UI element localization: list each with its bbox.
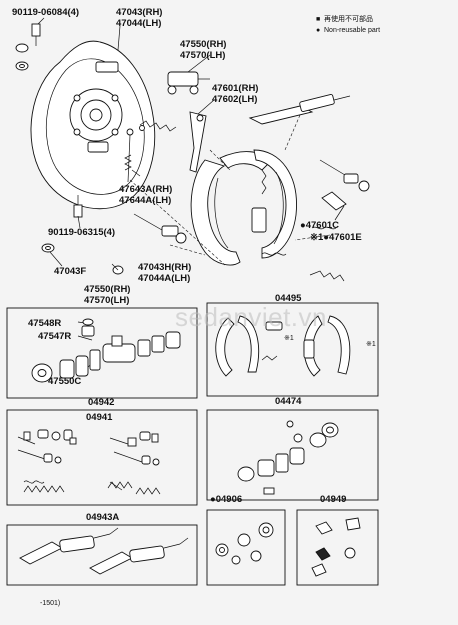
backing-plate — [30, 40, 156, 210]
wheel-cylinder-47550 — [167, 71, 210, 95]
label-47550-rh: 47550(RH) — [180, 39, 226, 50]
label-47550-rh-2: 47550(RH) — [84, 284, 130, 295]
legend-symbol-b: ● — [316, 27, 320, 34]
strut-spring — [139, 120, 177, 132]
kit-box-04949: 04949 — [296, 494, 379, 586]
label-47570-lh-2: 47570(LH) — [84, 295, 129, 306]
bolt-90119-06084 — [31, 23, 41, 46]
hold-down-pin-47643a — [124, 128, 134, 183]
label-04906: ●04906 — [210, 494, 242, 505]
label-47601c: ●47601C — [300, 220, 339, 231]
label-47043h-rh: 47043H(RH) — [138, 262, 191, 273]
legend-text-b: Non-reusable part — [324, 27, 380, 34]
clip-47601c — [321, 191, 347, 211]
kit-box-04942: 47548R 47547R 47550C — [6, 307, 198, 399]
brake-shoe-assembly — [190, 149, 297, 266]
label-47601e: ※1●47601E — [310, 232, 362, 243]
mark-k1-a: ※1 — [284, 335, 294, 342]
label-90119-06315: 90119-06315(4) — [48, 227, 115, 238]
spring-47601e — [311, 226, 337, 230]
label-47043-rh: 47043(RH) — [116, 7, 162, 18]
footer-code: -1501) — [40, 600, 60, 607]
legend: ■ 再使用不可部品 ● Non-reusable part — [316, 14, 380, 34]
kit-box-04495: 04495 ※1 ※1 — [206, 293, 379, 397]
plug-47043f — [41, 243, 55, 253]
label-90119-06084: 90119-06084(4) — [12, 7, 79, 18]
label-04943a: 04943A — [86, 512, 119, 523]
label-47547r: 47547R — [38, 331, 71, 342]
label-47602-lh: 47602(LH) — [212, 94, 257, 105]
label-47643a-rh: 47643A(RH) — [119, 184, 172, 195]
return-spring-lower — [261, 252, 345, 282]
kit-box-04474: 04474 — [206, 396, 379, 501]
parking-brake-lever — [189, 111, 207, 173]
label-47601-rh: 47601(RH) — [212, 83, 258, 94]
label-47550c: 47550C — [48, 376, 81, 387]
adjuster-47601 — [248, 94, 351, 125]
label-47044a-lh: 47044A(LH) — [138, 273, 190, 284]
label-47044-lh: 47044(LH) — [116, 18, 161, 29]
label-04495: 04495 — [275, 293, 302, 304]
hold-down-spring-lower — [133, 213, 187, 244]
mark-k1-b: ※1 — [366, 341, 376, 348]
leader-lines-upper — [37, 17, 345, 271]
label-04949: 04949 — [320, 494, 346, 505]
pin-right-1 — [319, 159, 370, 192]
label-47548r: 47548R — [28, 318, 61, 329]
legend-text-a: 再使用不可部品 — [324, 14, 373, 23]
kit-box-04943a: 04943A — [6, 512, 198, 586]
label-04941: 04941 — [86, 412, 113, 423]
kit-box-04906: ●04906 — [206, 494, 286, 586]
kit-box-04941: 04941 — [6, 409, 198, 506]
grommets-top-left — [15, 43, 29, 71]
label-04942: 04942 — [88, 397, 114, 408]
label-04474: 04474 — [275, 396, 302, 407]
legend-symbol-a: ■ — [316, 16, 320, 23]
watermark-text: sedanviet.vn — [175, 302, 327, 332]
label-47644a-lh: 47644A(LH) — [119, 195, 171, 206]
labels-upper: 90119-06084(4) 47043(RH) 47044(LH) 47550… — [12, 7, 362, 306]
label-47043f: 47043F — [54, 266, 86, 277]
label-47570-lh: 47570(LH) — [180, 50, 225, 61]
